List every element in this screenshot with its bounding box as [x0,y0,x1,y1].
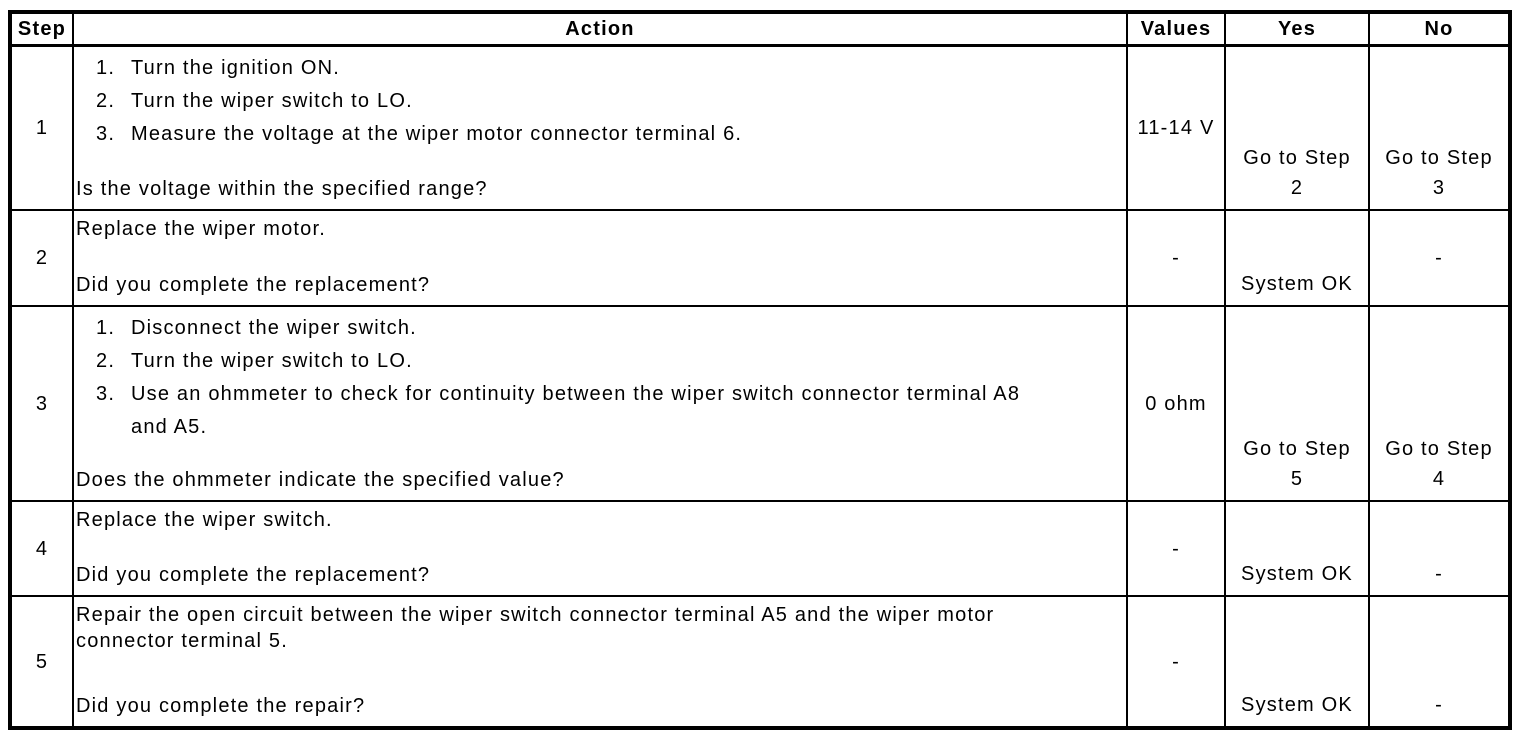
no-cell: - [1435,694,1443,716]
action-statement: Repair the open circuit between the wipe… [76,604,995,652]
action-cell: Repair the open circuit between the wipe… [74,597,1128,726]
list-marker: 2. [96,350,116,372]
action-question: Is the voltage within the specified rang… [76,178,488,200]
list-item-text: Measure the voltage at the wiper motor c… [131,123,743,145]
list-marker: 3. [96,383,116,405]
step-number: 1 [12,47,74,211]
step-number: 5 [12,597,74,726]
list-item-text: Turn the wiper switch to LO. [131,90,413,112]
values-cell: 0 ohm [1128,307,1226,502]
no-cell: Go to Step 4 [1370,307,1508,502]
action-step-item: 3. Measure the voltage at the wiper moto… [76,118,1118,151]
action-step-item: 2. Turn the wiper switch to LO. [76,345,1118,378]
no-cell: - [1370,502,1508,597]
action-question: Did you complete the replacement? [76,564,431,586]
action-question: Did you complete the replacement? [76,274,431,296]
step-number: 2 [12,211,74,307]
action-step-item: 1. Turn the ignition ON. [76,52,1118,85]
action-steps-list: 1. Turn the ignition ON. 2. Turn the wip… [76,52,1118,151]
list-marker: 2. [96,90,116,112]
action-cell: 1. Turn the ignition ON. 2. Turn the wip… [74,47,1128,211]
action-step-item: 3. Use an ohmmeter to check for continui… [76,378,1118,444]
list-item-text: Turn the ignition ON. [131,57,340,79]
column-header-step: Step [12,14,74,47]
list-item-text: Use an ohmmeter to check for continuity … [131,383,1021,438]
list-marker: 1. [96,57,116,79]
yes-cell: System OK [1226,597,1370,726]
list-item-text: Turn the wiper switch to LO. [131,350,413,372]
action-cell: Replace the wiper switch. Did you comple… [74,502,1128,597]
list-item-text: Disconnect the wiper switch. [131,317,417,339]
action-question: Does the ohmmeter indicate the specified… [76,469,565,491]
values-cell: - [1128,502,1226,597]
values-cell: - [1128,597,1226,726]
troubleshooting-table: Step Action Values Yes No 1 1. Turn the … [8,10,1512,730]
step-number: 3 [12,307,74,502]
list-marker: 1. [96,317,116,339]
yes-cell: Go to Step 2 [1226,47,1370,211]
no-cell: Go to Step 3 [1370,47,1508,211]
step-number: 4 [12,502,74,597]
values-cell: 11-14 V [1128,47,1226,211]
values-cell: - [1128,211,1226,307]
action-cell: 1. Disconnect the wiper switch. 2. Turn … [74,307,1128,502]
yes-cell: Go to Step 5 [1226,307,1370,502]
action-steps-list: 1. Disconnect the wiper switch. 2. Turn … [76,312,1118,444]
column-header-yes: Yes [1226,14,1370,47]
no-cell: - [1370,211,1508,307]
action-step-item: 2. Turn the wiper switch to LO. [76,85,1118,118]
yes-cell: System OK [1226,502,1370,597]
yes-cell: System OK [1226,211,1370,307]
action-step-item: 1. Disconnect the wiper switch. [76,312,1118,345]
action-question: Did you complete the repair? [76,695,366,717]
column-header-action: Action [74,14,1128,47]
action-statement: Replace the wiper switch. [76,509,333,531]
column-header-values: Values [1128,14,1226,47]
action-statement: Replace the wiper motor. [76,218,327,240]
column-header-no: No [1370,14,1508,47]
action-cell: Replace the wiper motor. Did you complet… [74,211,1128,307]
list-marker: 3. [96,123,116,145]
